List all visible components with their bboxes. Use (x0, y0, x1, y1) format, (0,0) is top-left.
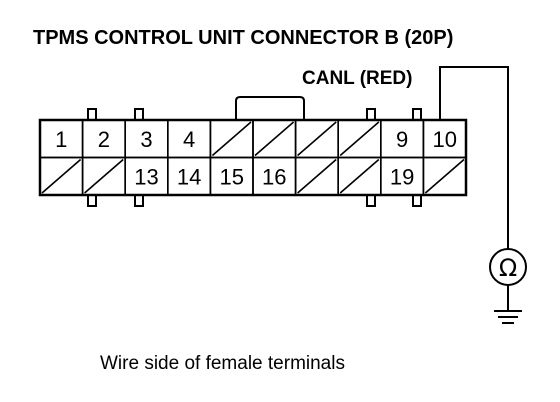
blank-cavity-slash (211, 121, 252, 157)
blank-cavity-slash (84, 158, 124, 194)
terminal-post (412, 108, 422, 121)
pin-number: 19 (390, 164, 414, 189)
bottom-terminal-posts (87, 194, 422, 207)
cell-outline (422, 156, 467, 196)
terminal-post (87, 194, 97, 207)
pin-number: 9 (396, 127, 408, 152)
ohm-symbol: Ω (499, 254, 517, 282)
pin-number: 16 (262, 164, 286, 189)
blank-cavity-slash (339, 121, 380, 157)
blank-cavity-slash (424, 158, 465, 194)
terminal-cell-10: 10 (422, 119, 467, 159)
blank-cavity-slash (297, 158, 337, 194)
blank-cavity-slash (254, 121, 295, 157)
pin-number: 1 (55, 127, 67, 152)
pin-number: 2 (98, 127, 110, 152)
pin-number: 15 (219, 164, 243, 189)
blank-cavity-slash (41, 158, 82, 194)
pin-number: 13 (134, 164, 158, 189)
terminal-cell-16: 16 (252, 156, 297, 196)
top-terminal-posts (87, 108, 422, 121)
connector-lock-tab (235, 96, 305, 120)
terminal-post (412, 194, 422, 207)
diagram-caption: Wire side of female terminals (100, 353, 345, 374)
pin-number: 14 (177, 164, 201, 189)
blank-cavity (422, 156, 467, 196)
pin-number: 10 (432, 127, 456, 152)
terminal-post (87, 108, 97, 121)
test-wire (439, 66, 509, 249)
diagram-title: TPMS CONTROL UNIT CONNECTOR B (20P) (33, 27, 453, 49)
pin-number: 4 (183, 127, 195, 152)
ground-icon (494, 285, 522, 324)
pin-number: 3 (140, 127, 152, 152)
terminal-post (366, 108, 376, 121)
blank-cavity-slash (297, 121, 337, 157)
terminal-post (134, 108, 144, 121)
ohmmeter-icon: Ω (489, 248, 527, 286)
blank-cavity-slash (339, 158, 380, 194)
terminal-post (134, 194, 144, 207)
wire-label: CANL (RED) (302, 68, 412, 89)
terminal-post (366, 194, 376, 207)
terminal-cell-14: 14 (167, 156, 212, 196)
terminal-grid: 1 2 3 4 9 10 13 14 15 16 19 (39, 119, 467, 196)
